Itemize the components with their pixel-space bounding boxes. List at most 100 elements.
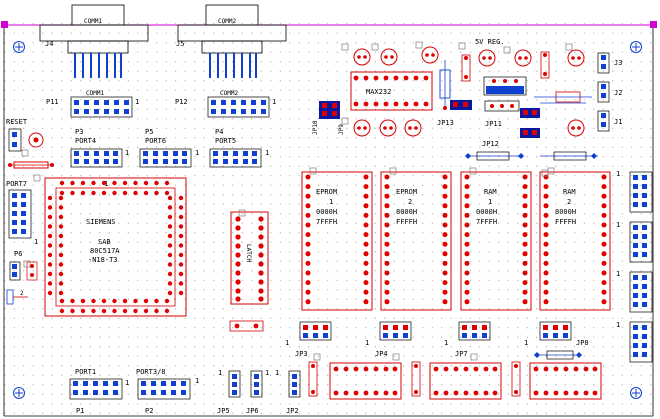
bottom-ic-1[interactable] — [329, 362, 402, 400]
svg-text:1: 1 — [329, 198, 333, 206]
j5-label: J5 — [176, 40, 184, 48]
svg-text:1: 1 — [616, 321, 620, 329]
latch-label: LATCH — [245, 244, 252, 262]
svg-text:FFFFH: FFFFH — [555, 218, 576, 226]
comm1-header[interactable]: COMM1 1 — [70, 90, 139, 118]
svg-text:P3: P3 — [75, 128, 83, 136]
svg-text:JP2: JP2 — [286, 407, 299, 415]
right-headers[interactable]: 1 1 1 1 — [616, 170, 653, 363]
svg-text:1: 1 — [616, 170, 620, 178]
port6-header[interactable]: P5 PORT6 1 — [139, 128, 199, 168]
max232-label: MAX232 — [366, 88, 391, 96]
j3-connector[interactable]: J3 — [597, 52, 622, 74]
eprom1-chip[interactable]: EPROM 1 0000H 7FFFH — [301, 171, 373, 311]
port38-header[interactable]: PORT3/8 1 P2 — [136, 368, 199, 415]
jp13-jumper[interactable]: JP13 — [437, 100, 472, 127]
diode-right — [534, 91, 592, 104]
capacitor-pads — [357, 53, 581, 130]
svg-text:1: 1 — [265, 149, 269, 157]
bottom-ic-3[interactable] — [529, 362, 602, 400]
svg-text:1: 1 — [195, 149, 199, 157]
svg-text:RAM: RAM — [484, 188, 497, 196]
svg-text:1: 1 — [104, 180, 108, 188]
p11-label: P11 — [46, 98, 59, 106]
jp10-jumper[interactable]: JP10 JP9 — [312, 101, 345, 135]
j1-connector[interactable]: J1 — [597, 110, 622, 132]
svg-text:P2: P2 — [145, 407, 153, 415]
svg-text:JP9: JP9 — [338, 124, 345, 135]
p12-label: P12 — [175, 98, 188, 106]
ram2-chip[interactable]: RAM 2 8000H FFFFH — [539, 171, 611, 311]
jp4-jumper[interactable]: 1 JP4 — [365, 321, 412, 358]
cpu-siemens-sab80c517a[interactable]: SIEMENS SAB 80C517A -N18-T3 1 — [44, 177, 187, 317]
svg-text:1: 1 — [125, 149, 129, 157]
jp3-jumper[interactable]: 1 JP3 — [285, 321, 332, 358]
latch-chip[interactable]: LATCH — [230, 211, 269, 305]
svg-text:2: 2 — [20, 290, 24, 297]
jp8-jumper[interactable]: 1 JP8 — [524, 321, 589, 347]
comm2-label: COMM2 — [220, 90, 238, 97]
svg-text:-N18-T3: -N18-T3 — [88, 256, 118, 264]
p6-jumper[interactable] — [9, 261, 38, 281]
bottom-side-resistors — [308, 361, 521, 397]
svg-text:PORT5: PORT5 — [215, 137, 236, 145]
comm1-top-label: COMM1 — [84, 18, 102, 25]
jp5-jumper[interactable]: 1 JP5 — [217, 369, 241, 415]
jp12-resistor: JP12 — [465, 140, 524, 161]
jp7-jumper[interactable]: 1 JP7 — [444, 321, 491, 358]
svg-text:JP11: JP11 — [485, 120, 502, 128]
j2-connector[interactable]: J2 — [597, 81, 622, 103]
svg-text:JP8: JP8 — [576, 339, 589, 347]
diode-top — [439, 60, 451, 110]
port5-header[interactable]: P4 PORT5 1 — [209, 128, 269, 168]
bottom-right-resistor — [534, 350, 582, 360]
port7-header[interactable]: 1 — [8, 189, 38, 246]
resistor-right-mid — [540, 151, 598, 161]
reg-label: 5V REG. — [475, 38, 505, 46]
svg-text:JP4: JP4 — [375, 350, 388, 358]
svg-text:SAB: SAB — [98, 238, 111, 246]
jp11-jumper[interactable]: JP11 — [484, 100, 520, 128]
svg-text:1: 1 — [488, 198, 492, 206]
svg-text:JP10: JP10 — [312, 120, 319, 135]
svg-text:J2: J2 — [614, 89, 622, 97]
svg-text:1: 1 — [524, 339, 528, 347]
svg-text:1: 1 — [34, 238, 38, 246]
ram1-chip[interactable]: RAM 1 0000H 7FFFH — [460, 171, 532, 311]
port1-header[interactable]: PORT1 1 P1 — [69, 368, 129, 415]
svg-text:7FFFH: 7FFFH — [476, 218, 497, 226]
reset-label: RESET — [6, 118, 28, 126]
jp2-jumper[interactable]: 1 JP2 — [275, 369, 301, 415]
crystal-component: 2 — [6, 289, 28, 305]
svg-text:J1: J1 — [614, 118, 622, 126]
latch-resistor — [229, 320, 264, 332]
max232-chip[interactable]: MAX232 — [350, 71, 433, 111]
svg-text:1: 1 — [135, 98, 139, 106]
svg-text:1: 1 — [285, 339, 289, 347]
voltage-regulator[interactable] — [483, 76, 527, 96]
svg-text:JP12: JP12 — [482, 140, 499, 148]
dark-jumpers-right[interactable] — [520, 108, 540, 138]
comm2-top-label: COMM2 — [218, 18, 236, 25]
comm2-db9-connector[interactable]: COMM2 — [177, 4, 287, 78]
comm2-header[interactable]: COMM2 1 — [207, 90, 276, 118]
reset-button[interactable] — [8, 128, 44, 152]
jp6-jumper[interactable]: 1 JP6 — [246, 369, 269, 415]
svg-text:1: 1 — [616, 270, 620, 278]
p6-label: P6 — [14, 250, 22, 258]
comm1-db9-connector[interactable]: COMM1 — [39, 4, 149, 78]
svg-text:FFFFH: FFFFH — [396, 218, 417, 226]
svg-text:1: 1 — [125, 379, 129, 387]
svg-text:JP3: JP3 — [295, 350, 308, 358]
port4-header[interactable]: P3 PORT4 1 — [70, 128, 129, 168]
svg-text:7FFFH: 7FFFH — [316, 218, 337, 226]
port7-label: PORT7 — [6, 180, 27, 188]
test-points — [21, 41, 573, 361]
svg-text:1: 1 — [195, 377, 199, 385]
bottom-ic-2[interactable] — [429, 362, 502, 400]
eprom2-chip[interactable]: EPROM 2 8000H FFFFH — [380, 171, 452, 311]
svg-text:0000H: 0000H — [476, 208, 497, 216]
svg-text:1: 1 — [365, 339, 369, 347]
svg-text:EPROM: EPROM — [396, 188, 417, 196]
